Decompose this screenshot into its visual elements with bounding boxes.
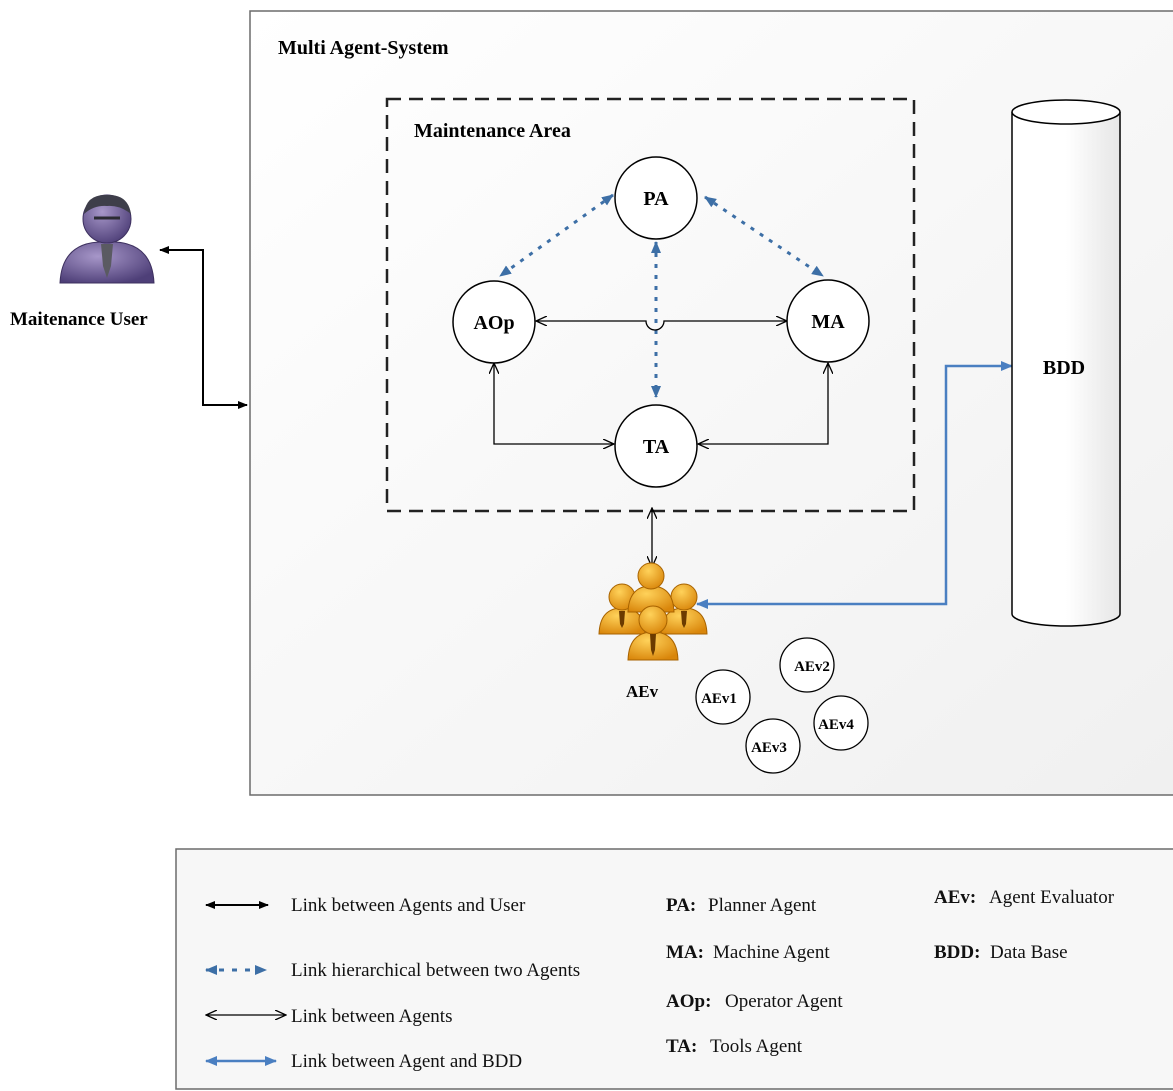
svg-text:Link hierarchical between two: Link hierarchical between two Agents — [291, 960, 580, 981]
svg-text:PA:: PA: — [666, 895, 696, 916]
svg-text:Link between Agent and BDD: Link between Agent and BDD — [291, 1051, 522, 1072]
maintenance-area — [385, 97, 916, 513]
svg-text:Agent Evaluator: Agent Evaluator — [989, 887, 1115, 908]
legend-link-agents: Link between Agents — [206, 1006, 452, 1027]
evaluator-group-label: AEv — [626, 682, 659, 701]
legend-def-bdd: BDD: Data Base — [934, 942, 1068, 963]
node-ma: MA — [786, 279, 870, 363]
user-icon — [59, 194, 155, 284]
legend-box — [175, 848, 1173, 1090]
svg-text:MA: MA — [811, 311, 845, 333]
user-label: Maitenance User — [10, 309, 148, 330]
legend-link-hier: Link hierarchical between two Agents — [205, 960, 580, 981]
evaluator-group-icon — [598, 562, 708, 661]
node-pa: PA — [614, 156, 698, 240]
svg-text:TA:: TA: — [666, 1036, 697, 1057]
evaluator-aev2: AEv2 — [779, 637, 835, 693]
svg-text:MA:: MA: — [666, 942, 704, 963]
legend-def-pa: PA: Planner Agent — [666, 895, 817, 916]
evaluator-aev4: AEv4 — [813, 695, 869, 751]
user-link — [159, 246, 248, 409]
hier-link-pa-ma — [704, 195, 824, 278]
maintenance-area-title: Maintenance Area — [414, 120, 571, 142]
svg-text:AEv3: AEv3 — [751, 740, 787, 756]
svg-text:AOp: AOp — [473, 312, 514, 334]
svg-text:Tools Agent: Tools Agent — [710, 1036, 803, 1057]
svg-text:BDD:: BDD: — [934, 942, 980, 963]
legend-link-bdd: Link between Agent and BDD — [205, 1051, 522, 1072]
system-title: Multi Agent-System — [278, 37, 449, 59]
svg-text:AEv1: AEv1 — [701, 691, 737, 707]
hier-link-pa-aop — [499, 193, 614, 278]
agent-link-aop-ta — [494, 363, 614, 444]
evaluator-aev3: AEv3 — [745, 718, 801, 774]
svg-text:Operator Agent: Operator Agent — [725, 991, 843, 1012]
svg-text:AEv4: AEv4 — [818, 717, 854, 733]
legend-def-aop: AOp: Operator Agent — [666, 991, 843, 1012]
legend-def-ta: TA: Tools Agent — [666, 1036, 803, 1057]
legend-def-ma: MA: Machine Agent — [666, 942, 830, 963]
svg-text:AEv2: AEv2 — [794, 659, 830, 675]
svg-text:AOp:: AOp: — [666, 991, 711, 1012]
agent-link-aop-ma — [536, 321, 787, 331]
node-ta: TA — [614, 404, 698, 488]
bdd-link — [696, 361, 1013, 609]
legend-link-user: Link between Agents and User — [205, 895, 526, 916]
database-label: BDD — [1043, 357, 1085, 379]
database-cylinder: BDD — [1011, 99, 1121, 627]
node-aop: AOp — [452, 280, 536, 364]
svg-text:Link between Agents and User: Link between Agents and User — [291, 895, 526, 916]
svg-text:AEv:: AEv: — [934, 887, 976, 908]
evaluator-aev1: AEv1 — [695, 669, 751, 725]
svg-text:TA: TA — [643, 436, 670, 458]
legend-def-aev: AEv: Agent Evaluator — [934, 887, 1115, 908]
svg-text:PA: PA — [643, 188, 669, 210]
svg-text:Data Base: Data Base — [990, 942, 1068, 963]
svg-text:Machine Agent: Machine Agent — [713, 942, 830, 963]
svg-text:Planner Agent: Planner Agent — [708, 895, 817, 916]
svg-text:Link between Agents: Link between Agents — [291, 1006, 452, 1027]
